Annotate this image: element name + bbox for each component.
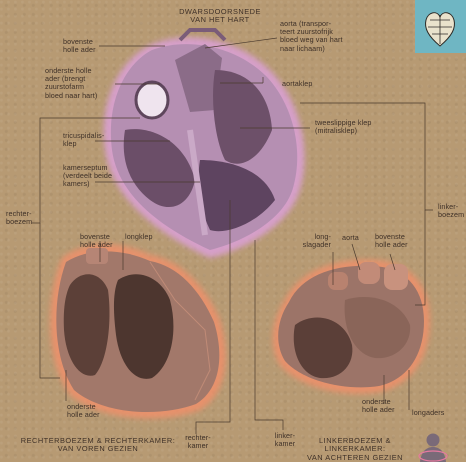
label-longslagader: long- slagader: [298, 233, 331, 249]
label-longklep: longklep: [125, 233, 153, 241]
front-view-heart: [50, 244, 226, 418]
label-aorta-top: aorta (transpor- teert zuurstofrijk bloe…: [280, 20, 343, 53]
caption-back-view: LINKERBOEZEM & LINKERKAMER: VAN ACHTEREN…: [290, 437, 420, 462]
label-bovenste-holle-ader-top: bovenste holle ader: [63, 38, 96, 54]
label-rechterkamer: rechter- kamer: [182, 434, 214, 450]
label-rechterboezem: rechter- boezem: [6, 210, 32, 226]
label-linkerboezem: linker- boezem: [438, 203, 464, 219]
label-aorta-right: aorta: [342, 234, 359, 242]
label-bovenste-holle-ader-left: bovenste holle ader: [80, 233, 113, 249]
label-onderste-holle-ader-top: onderste holle ader (brengt zuurstofarm …: [45, 67, 97, 100]
diagram-title: DWARSDOORSNEDE VAN HET HART: [165, 8, 275, 25]
label-tweeslippige-klep: tweeslippige klep (mitralisklep): [315, 119, 371, 135]
cross-section-heart: [104, 30, 305, 258]
label-kamerseptum: kamerseptum (verdeelt beide kamers): [63, 164, 112, 189]
label-bovenste-holle-ader-right: bovenste holle ader: [375, 233, 408, 249]
label-aortaklep: aortaklep: [282, 80, 312, 88]
caption-front-view: RECHTERBOEZEM & RECHTERKAMER: VAN VOREN …: [18, 437, 178, 454]
label-onderste-holle-ader-right: onderste holle ader: [362, 398, 395, 414]
back-view-heart: [273, 260, 430, 394]
label-longaders: longaders: [412, 409, 444, 417]
label-tricuspidalisklep: tricuspidalis- klep: [63, 132, 104, 148]
person-silhouette-icon: [419, 434, 447, 462]
label-onderste-holle-ader-left: onderste holle ader: [67, 403, 100, 419]
